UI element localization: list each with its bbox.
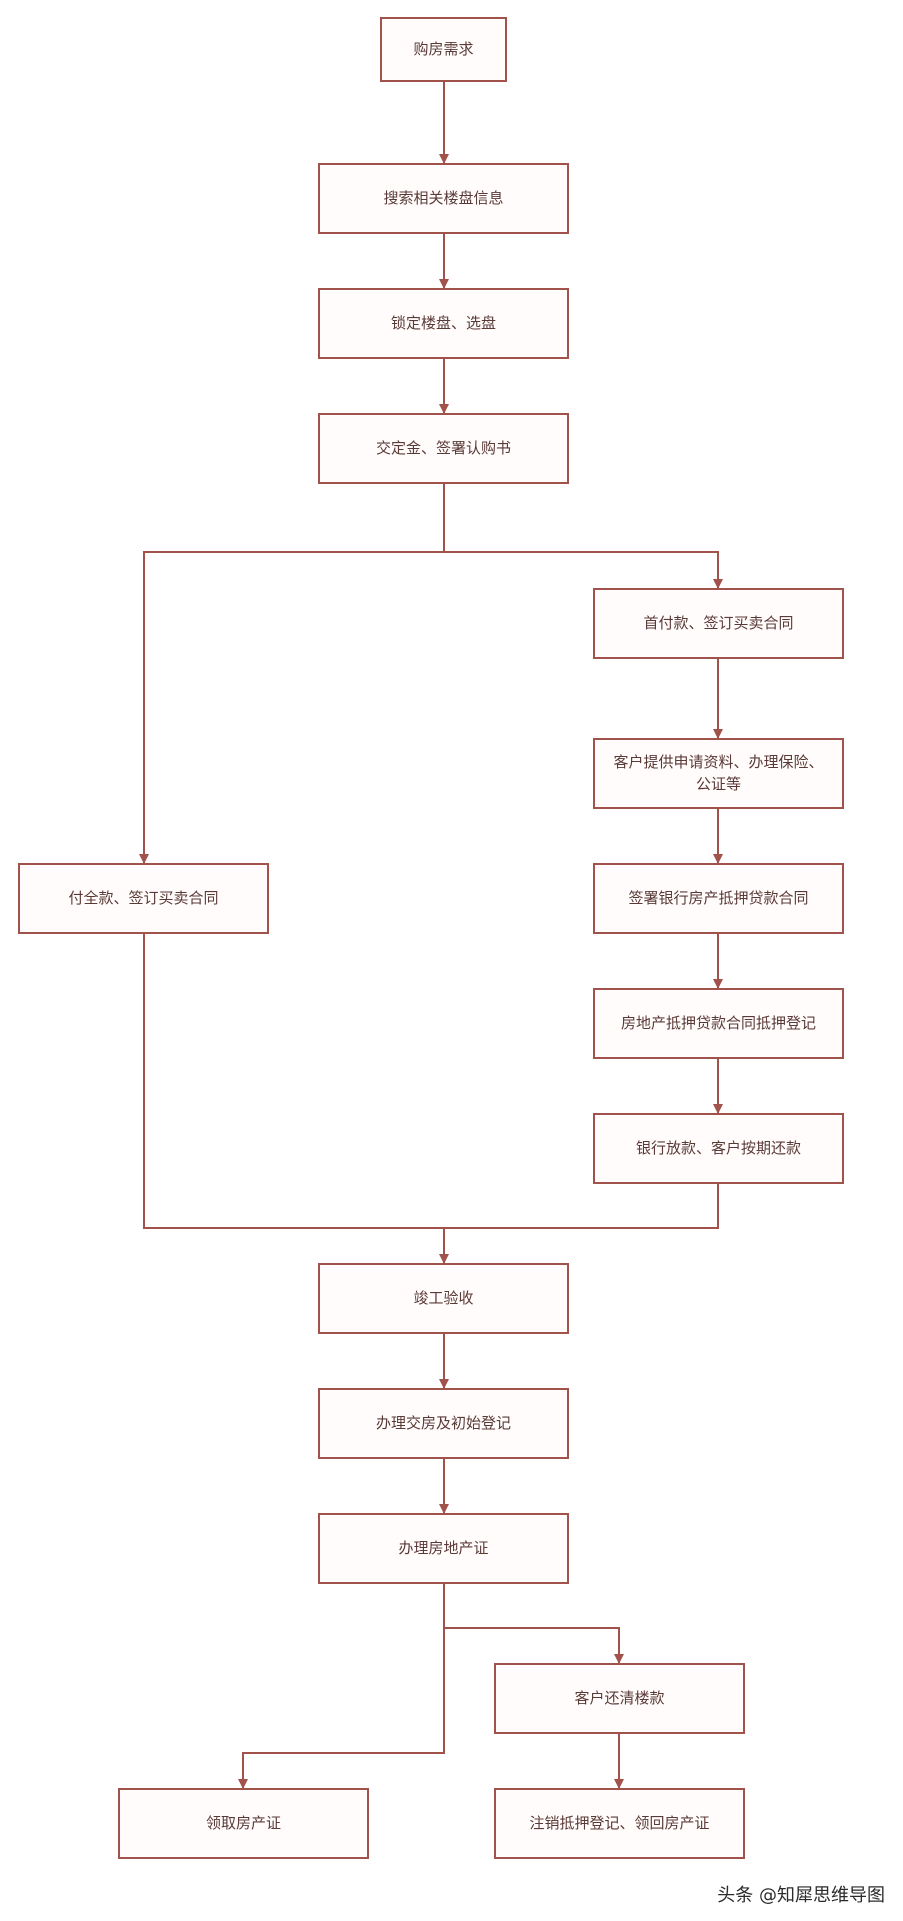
- node-mortgage-registration: 房地产抵押贷款合同抵押登记: [593, 988, 844, 1059]
- node-handover-registration: 办理交房及初始登记: [318, 1388, 569, 1459]
- node-loan-repayment: 银行放款、客户按期还款: [593, 1113, 844, 1184]
- node-pay-off-loan: 客户还清楼款: [494, 1663, 745, 1734]
- node-deposit-subscription: 交定金、签署认购书: [318, 413, 569, 484]
- node-bank-mortgage-contract: 签署银行房产抵押贷款合同: [593, 863, 844, 934]
- node-receive-certificate: 领取房产证: [118, 1788, 369, 1859]
- node-property-certificate: 办理房地产证: [318, 1513, 569, 1584]
- arrow-n10-merge: [444, 1184, 719, 1229]
- node-completion-acceptance: 竣工验收: [318, 1263, 569, 1334]
- node-select-property: 锁定楼盘、选盘: [318, 288, 569, 359]
- node-down-payment-contract: 首付款、签订买卖合同: [593, 588, 844, 659]
- arrow-split-n7: [139, 551, 444, 864]
- node-full-payment-contract: 付全款、签订买卖合同: [18, 863, 269, 934]
- node-search-properties: 搜索相关楼盘信息: [318, 163, 569, 234]
- arrow-n7-merge: [143, 934, 444, 1229]
- node-application-materials: 客户提供申请资料、办理保险、公证等: [593, 738, 844, 809]
- watermark: 头条 @知犀思维导图: [717, 1885, 885, 1906]
- node-cancel-mortgage: 注销抵押登记、领回房产证: [494, 1788, 745, 1859]
- arrow-split-n5: [444, 551, 723, 589]
- node-purchase-demand: 购房需求: [380, 17, 507, 82]
- arrow-n13-n14: [443, 1584, 624, 1664]
- arrow-n13-n15: [238, 1628, 445, 1789]
